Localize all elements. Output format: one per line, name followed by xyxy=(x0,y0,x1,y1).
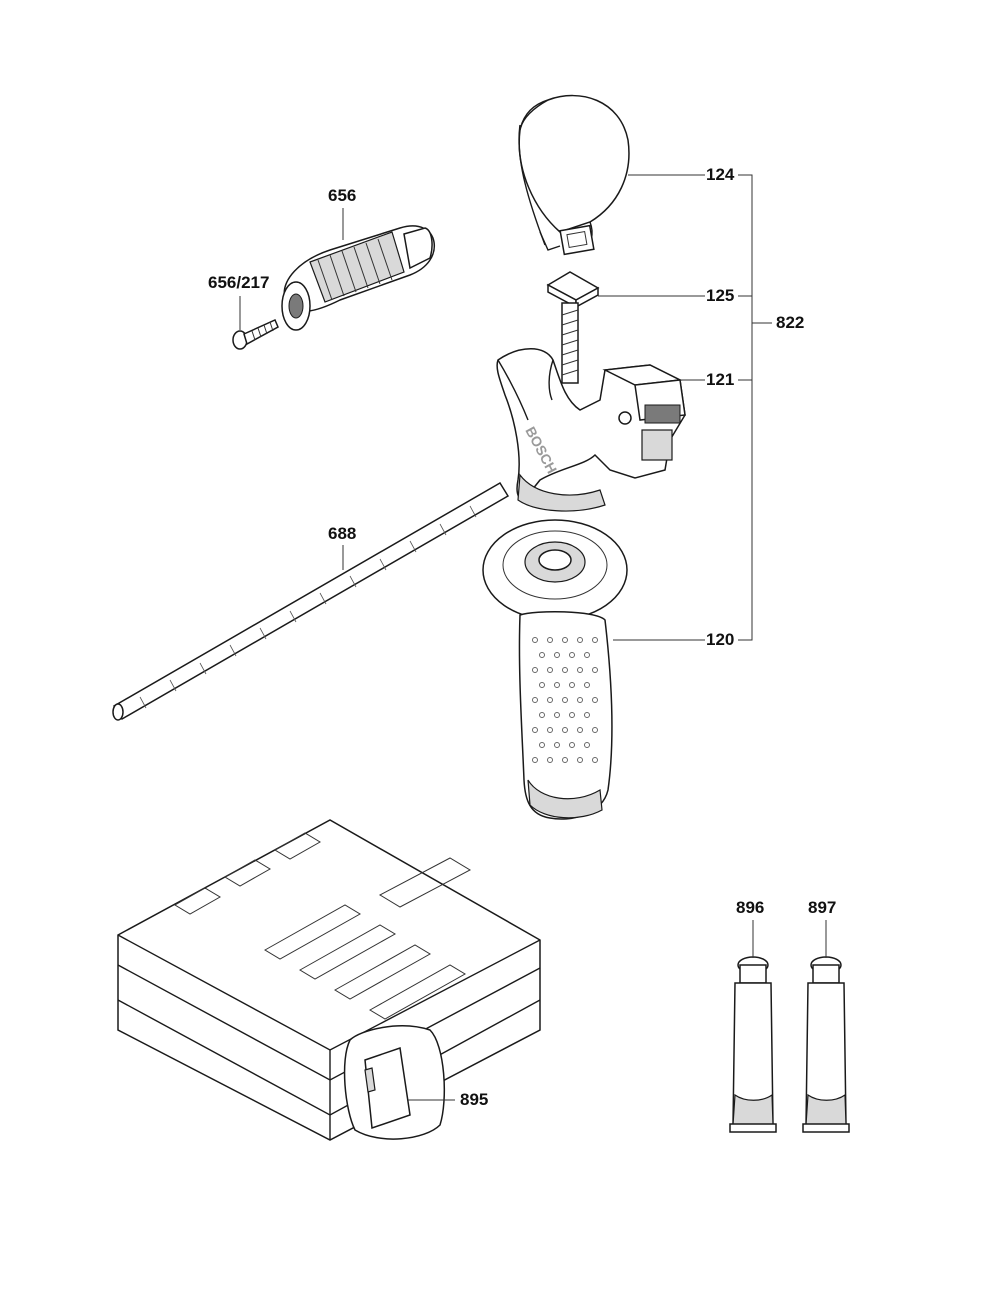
grease-tube-896-part xyxy=(729,956,777,1133)
handle-holder-part: BOSCH xyxy=(496,348,686,512)
chuck-screw-part xyxy=(232,319,279,350)
label-125: 125 xyxy=(706,286,735,305)
grease-tube-897-part xyxy=(802,956,850,1133)
clamp-bolt-part xyxy=(546,271,600,384)
chuck-part xyxy=(281,225,436,331)
leader-lines xyxy=(239,174,827,1101)
label-124: 124 xyxy=(706,165,735,184)
carrying-case-part xyxy=(117,819,541,1141)
depth-rod-part xyxy=(112,481,510,721)
label-897: 897 xyxy=(808,898,837,917)
clamp-band-part xyxy=(518,94,630,256)
label-688: 688 xyxy=(328,524,357,543)
label-121: 121 xyxy=(706,370,735,389)
label-120: 120 xyxy=(706,630,735,649)
handle-grip-part xyxy=(482,519,628,820)
label-656: 656 xyxy=(328,186,357,205)
label-656-217: 656/217 xyxy=(208,273,270,292)
label-822: 822 xyxy=(776,313,805,332)
label-896: 896 xyxy=(736,898,765,917)
label-895: 895 xyxy=(460,1090,489,1109)
